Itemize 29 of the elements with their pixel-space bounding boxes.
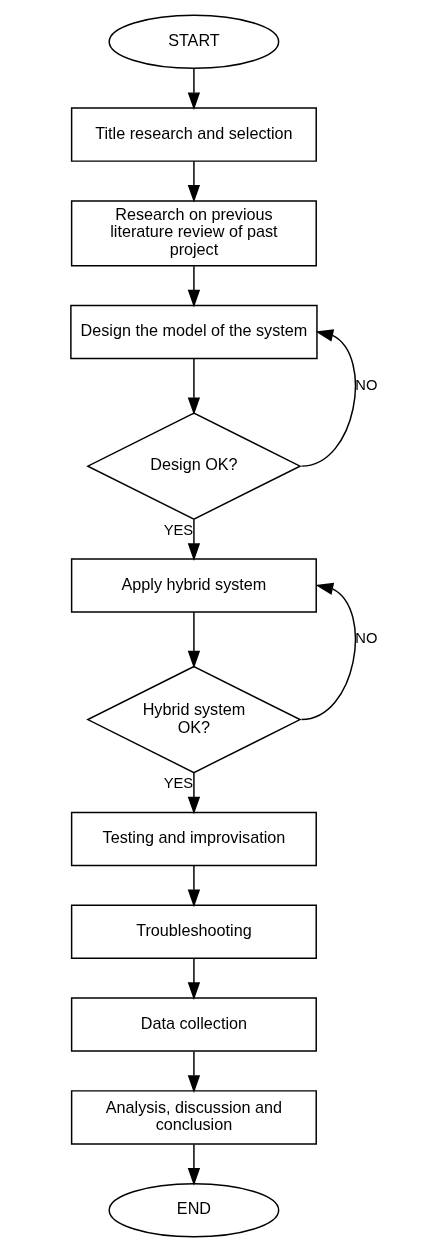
- node-box: Title research and selection: [70, 107, 317, 162]
- arrow: [187, 160, 200, 203]
- node-box: Analysis, discussion and conclusion: [70, 1090, 317, 1145]
- node-ellipse: START: [107, 14, 279, 70]
- arrow: [187, 772, 200, 815]
- arrow: [187, 265, 200, 308]
- edge-label: YES: [163, 521, 193, 538]
- arrow: [187, 865, 200, 908]
- node-box: Testing and improvisation: [70, 811, 317, 867]
- edge-label: NO: [354, 376, 377, 393]
- arrow: [187, 611, 200, 669]
- arrow: [187, 1143, 200, 1186]
- arrow: [187, 68, 200, 111]
- node-ellipse: END: [107, 1182, 279, 1238]
- node-diamond: Design OK?: [85, 412, 302, 520]
- arrow: [187, 358, 200, 416]
- arrow: [300, 329, 356, 467]
- node-box: Research on previous literature review of past project: [70, 200, 317, 267]
- node-box: Apply hybrid system: [70, 558, 317, 613]
- arrow: [187, 958, 200, 1001]
- arrow: [300, 582, 356, 721]
- node-box: Data collection: [70, 997, 317, 1052]
- edge-label: YES: [163, 775, 193, 792]
- node-diamond: Hybrid system OK?: [85, 665, 302, 774]
- arrow: [187, 1050, 200, 1093]
- edge-label: NO: [354, 629, 377, 646]
- node-box: Design the model of the system: [69, 304, 318, 360]
- arrow: [187, 518, 200, 561]
- node-box: Troubleshooting: [70, 904, 317, 959]
